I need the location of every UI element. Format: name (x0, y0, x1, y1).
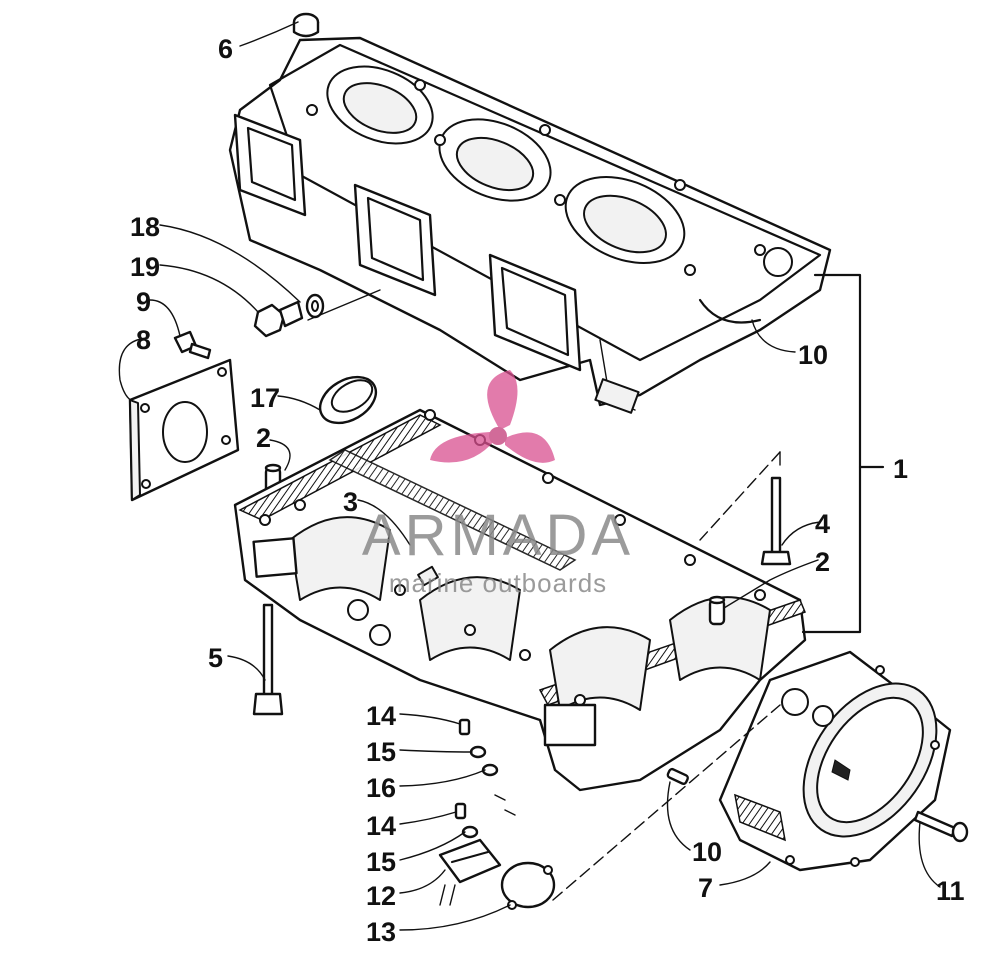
callout-15-upper: 15 (366, 737, 396, 767)
callout-10-lower: 10 (692, 837, 722, 867)
callout-10-upper: 10 (798, 340, 828, 370)
pin-part-10-lower (666, 767, 689, 785)
drain-bolt-part-18 (253, 293, 325, 338)
callout-6: 6 (218, 34, 233, 64)
callout-12: 12 (366, 881, 396, 911)
callout-8: 8 (136, 325, 151, 355)
dowel-pin-part-2-right (708, 595, 726, 626)
cover-part-13 (500, 861, 556, 910)
assembly-guide-lines (307, 273, 885, 901)
upper-crankcase (228, 36, 832, 414)
armada-watermark: ARMADA marine outboards (362, 370, 634, 598)
callout-labels: 6 18 19 9 8 10 17 2 1 3 4 2 5 14 15 16 1… (130, 34, 965, 947)
callout-13: 13 (366, 917, 396, 947)
bracket-part-12 (438, 838, 502, 906)
callout-4: 4 (815, 509, 830, 539)
callout-2-right: 2 (815, 547, 830, 577)
callout-7: 7 (698, 873, 713, 903)
watermark-brand: ARMADA (362, 503, 634, 568)
leader-lines (118, 21, 941, 931)
callout-9: 9 (136, 287, 151, 317)
seal-part-17 (318, 375, 378, 425)
propeller-logo (430, 370, 555, 463)
callout-14-upper: 14 (366, 701, 396, 731)
callout-1: 1 (893, 454, 908, 484)
bolt-part-11 (913, 810, 969, 843)
bolt-part-4 (760, 476, 792, 566)
cover-plate-part-8 (128, 358, 240, 502)
callout-15-lower: 15 (366, 847, 396, 877)
callout-3: 3 (343, 487, 358, 517)
callout-5: 5 (208, 643, 223, 673)
fastener-parts-14-15-16 (454, 718, 516, 839)
callout-11: 11 (936, 876, 965, 906)
callout-2-left: 2 (256, 423, 271, 453)
bolt-part-5 (252, 603, 284, 716)
callout-18: 18 (130, 212, 160, 242)
callout-19: 19 (130, 252, 160, 282)
callout-16: 16 (366, 773, 396, 803)
bolt-part-9 (173, 330, 212, 360)
watermark-tagline: marine outboards (389, 568, 607, 598)
callout-14-lower: 14 (366, 811, 396, 841)
callout-17: 17 (250, 383, 280, 413)
plug-part-6 (292, 12, 320, 38)
lower-crankcase (233, 408, 807, 792)
